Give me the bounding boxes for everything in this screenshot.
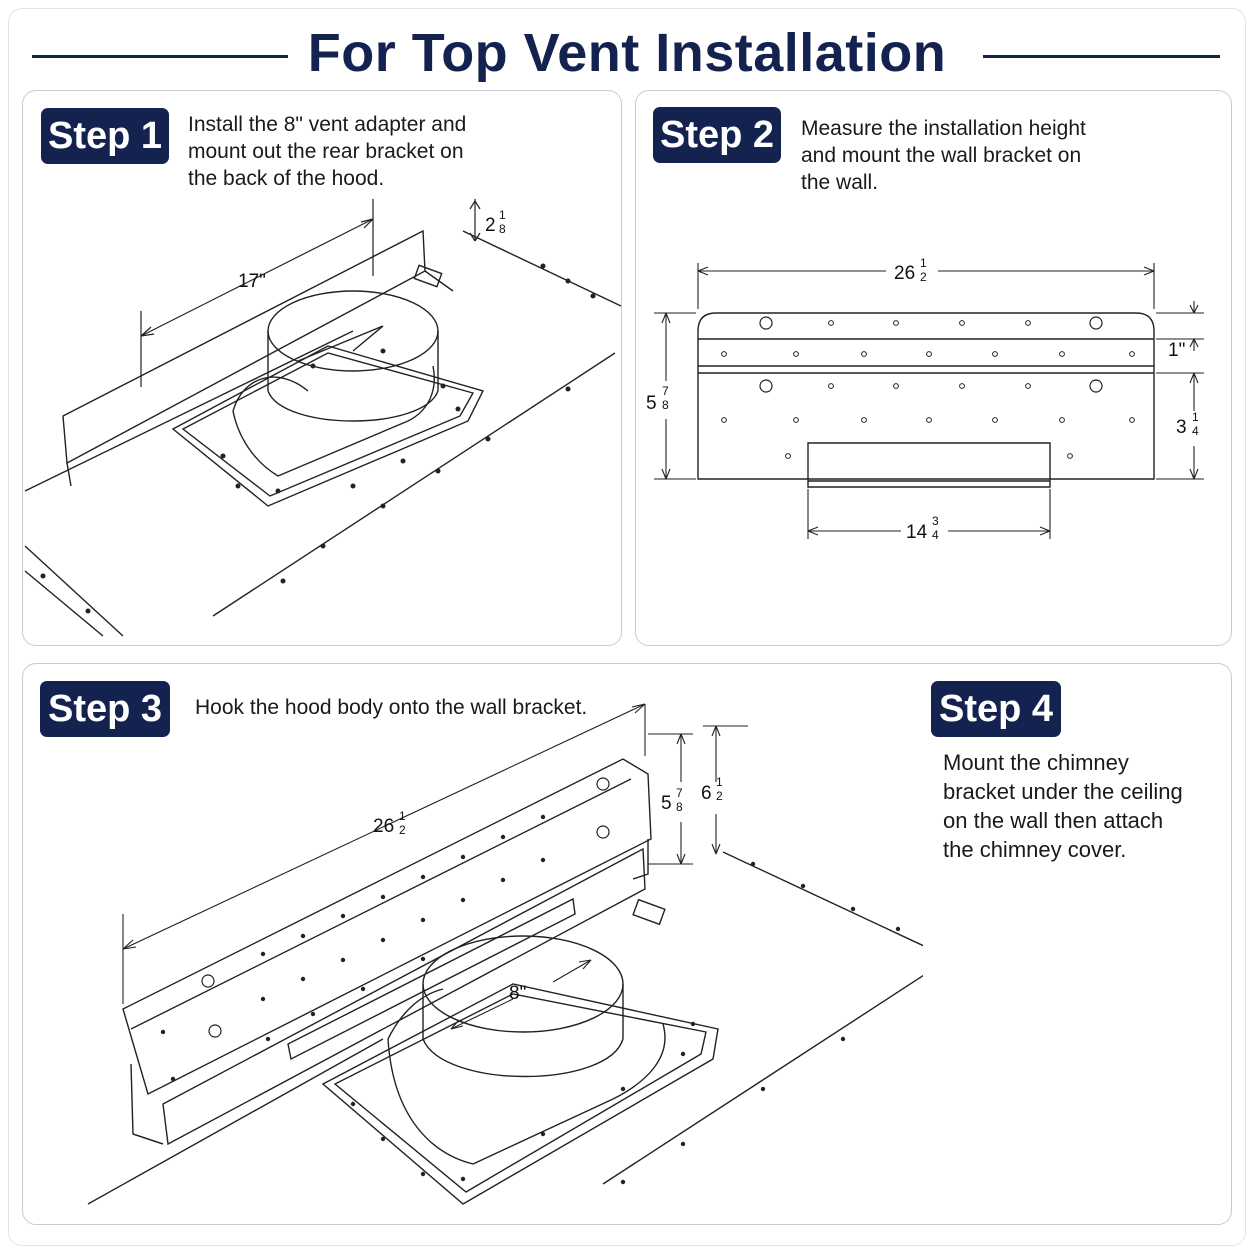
step-2-badge: Step 2 [653,107,781,163]
step-1-dim-17: 17" [238,271,266,292]
page-title: For Top Vent Installation [0,22,1254,84]
step-3-dim-duct: 8" [509,983,526,1004]
step-1-diagram: 17" 2 1 8 [24,199,621,637]
step-3-dim-h2: 6 [701,783,712,804]
title-row: For Top Vent Installation [0,10,1254,83]
step-4-badge: Step 4 [931,681,1061,737]
step-2-dim-height-num: 7 [662,384,669,398]
step-3-dim-h2-den: 2 [716,789,723,803]
step-3-dim-width-den: 2 [399,823,406,837]
step-3-dim-h1-num: 7 [676,786,683,800]
step-2-dim-height-den: 8 [662,398,669,412]
step-2-dim-lower: 3 [1176,417,1187,438]
page-frame [8,8,1246,1246]
title-rule-left [32,55,297,58]
step-2-diagram: 26 1 2 5 7 8 1" 3 1 4 14 3 4 [646,256,1204,543]
step-3-badge: Step 3 [40,681,170,737]
step-1-description: Install the 8" vent adapter and mount ou… [188,113,467,190]
step-3-dim-h1: 5 [661,793,672,814]
step-1-dim-height-den: 8 [499,222,506,236]
step-2-dim-width-num: 1 [920,256,927,270]
step-2-dim-top-gap: 1" [1168,340,1185,361]
step-1-panel: Step 1 Install the 8" vent adapter and m… [22,90,622,646]
step-3-description: Hook the hood body onto the wall bracket… [195,696,588,719]
step-2-dim-flange-num: 3 [932,514,939,528]
title-rule-right [983,55,1220,58]
step-2-dim-lower-num: 1 [1192,410,1199,424]
step-4-description: Mount the chimney bracket under the ceil… [943,750,1183,862]
step-3-4-panel: Step 3 Hook the hood body onto the wall … [22,663,1232,1225]
step-1-dim-height: 2 [485,215,496,236]
step-3-dim-h1-den: 8 [676,800,683,814]
step-1-badge: Step 1 [41,108,169,164]
step-2-dim-lower-den: 4 [1192,424,1199,438]
step-2-dim-flange: 14 [906,522,928,543]
step-3-dim-h2-num: 1 [716,775,723,789]
step-2-dim-width: 26 [894,263,915,284]
step-3-dim-width-num: 1 [399,809,406,823]
step-1-dim-height-num: 1 [499,208,506,222]
step-2-panel: Step 2 Measure the installation height a… [635,90,1232,646]
step-3-diagram: 26 1 2 5 7 8 6 1 2 8" [87,703,923,1205]
step-2-dim-flange-den: 4 [932,528,939,542]
step-2-dim-width-den: 2 [920,270,927,284]
step-2-dim-height: 5 [646,393,657,414]
step-3-dim-width: 26 [373,816,394,837]
step-2-description: Measure the installation height and moun… [801,117,1086,194]
